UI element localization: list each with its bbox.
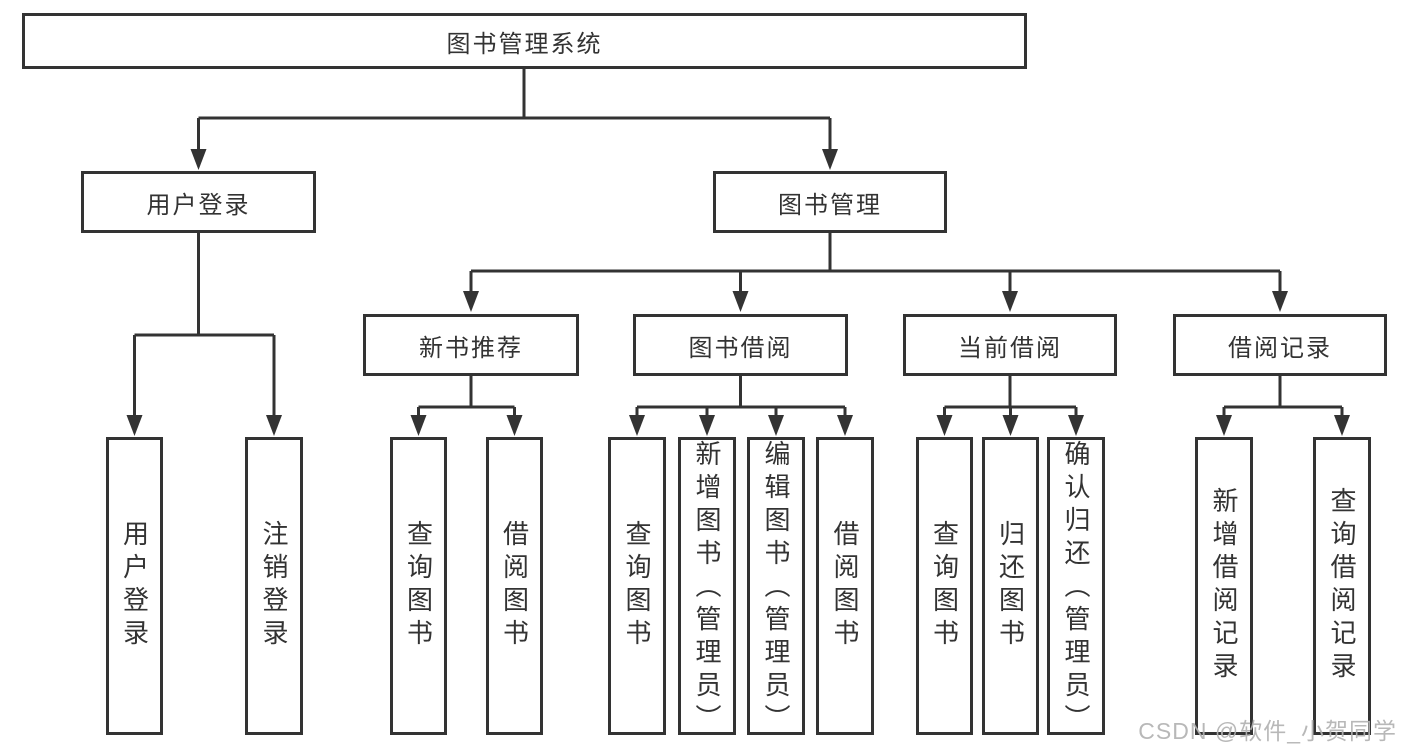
diagram-node-new-book-recommend: 新书推荐 (363, 314, 579, 376)
diagram-node-book-management: 图书管理 (713, 171, 947, 233)
arrowhead-icon (266, 415, 282, 436)
node-label: 当前借阅 (958, 334, 1062, 362)
node-label: 借阅图书 (830, 520, 860, 652)
arrowhead-icon (1068, 415, 1084, 436)
arrowhead-icon (1334, 415, 1350, 436)
node-label: 借阅记录 (1228, 334, 1332, 362)
arrowhead-icon (768, 415, 784, 436)
node-label: 注销登录 (259, 520, 289, 652)
node-label: 查询图书 (403, 520, 434, 652)
diagram-node-leaf-borrow-books-1: 借阅图书 (486, 437, 543, 735)
diagram-node-leaf-user-login: 用户登录 (106, 437, 163, 735)
node-label: 归还图书 (995, 520, 1026, 652)
diagram-node-leaf-logout: 注销登录 (245, 437, 303, 735)
arrowhead-icon (1002, 415, 1019, 436)
node-label: 确认归还（管理员） (1061, 440, 1091, 737)
arrowhead-icon (463, 291, 479, 312)
arrowhead-icon (837, 415, 853, 436)
arrowhead-icon (1272, 291, 1288, 312)
node-label: 新增图书（管理员） (692, 440, 722, 737)
node-label: 图书借阅 (688, 334, 793, 362)
diagram-node-leaf-return-books: 归还图书 (982, 437, 1039, 735)
node-label: 图书管理 (778, 191, 882, 219)
diagram-node-leaf-edit-books: 编辑图书（管理员） (747, 437, 805, 737)
node-label: 图书管理系统 (446, 30, 603, 58)
arrowhead-icon (410, 415, 427, 436)
node-label: 用户登录 (146, 191, 251, 219)
diagram-node-leaf-add-books: 新增图书（管理员） (678, 437, 736, 737)
node-label: 用户登录 (119, 520, 150, 652)
diagram-node-leaf-query-borrow-record: 查询借阅记录 (1313, 437, 1371, 735)
node-label: 编辑图书（管理员） (761, 440, 791, 737)
diagram-node-leaf-query-books-3: 查询图书 (916, 437, 973, 735)
arrowhead-icon (506, 415, 523, 436)
diagram-node-root: 图书管理系统 (22, 13, 1027, 69)
arrowhead-icon (822, 149, 838, 170)
arrowhead-icon (126, 415, 143, 436)
diagram-node-user-login: 用户登录 (81, 171, 316, 233)
diagram-node-leaf-borrow-books-2: 借阅图书 (816, 437, 874, 735)
arrowhead-icon (190, 149, 207, 170)
diagram-node-leaf-query-books-2: 查询图书 (608, 437, 666, 735)
diagram-node-leaf-confirm-return: 确认归还（管理员） (1047, 437, 1105, 737)
arrowhead-icon (1002, 291, 1018, 312)
arrowhead-icon (699, 415, 715, 436)
diagram-node-book-borrowing: 图书借阅 (633, 314, 848, 376)
node-label: 新增借阅记录 (1209, 487, 1239, 685)
diagram-node-leaf-add-borrow-record: 新增借阅记录 (1195, 437, 1253, 735)
arrowhead-icon (1216, 415, 1232, 436)
node-label: 查询图书 (929, 520, 960, 652)
node-label: 借阅图书 (499, 520, 530, 652)
node-label: 查询借阅记录 (1327, 487, 1357, 685)
diagram-node-current-borrowing: 当前借阅 (903, 314, 1117, 376)
node-label: 新书推荐 (419, 334, 523, 362)
arrowhead-icon (936, 415, 953, 436)
arrowhead-icon (732, 291, 749, 312)
arrowhead-icon (629, 415, 645, 436)
diagram-node-leaf-query-books-1: 查询图书 (390, 437, 447, 735)
diagram-node-borrowing-records: 借阅记录 (1173, 314, 1387, 376)
node-label: 查询图书 (622, 520, 652, 652)
